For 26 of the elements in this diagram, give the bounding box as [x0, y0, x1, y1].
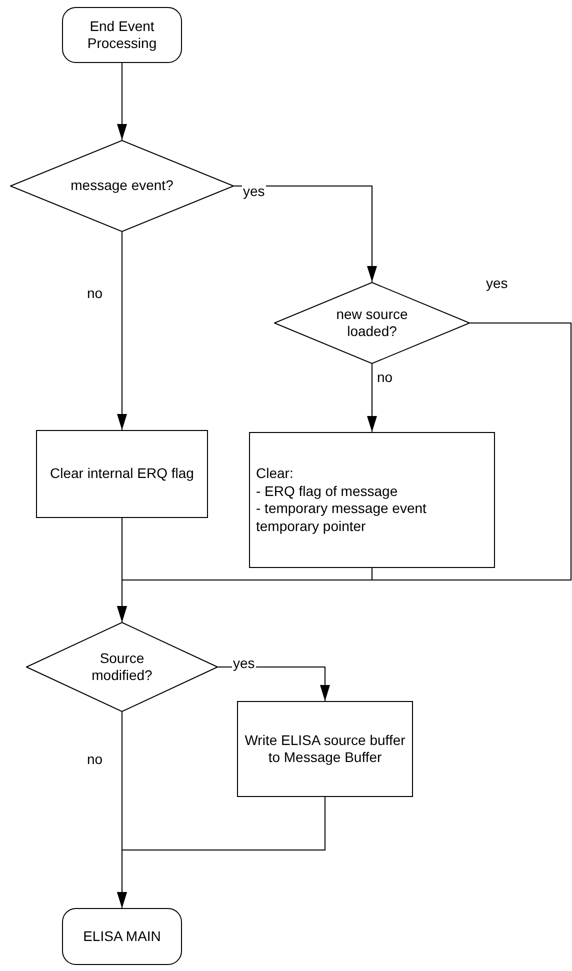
node-text: - temporary message event temporary pointer — [256, 500, 428, 535]
node-text: Clear: — [256, 465, 294, 482]
arrow — [117, 568, 372, 622]
terminal-box — [62, 908, 182, 965]
node-text: Write ELISA source buffer to Message Buffer — [244, 732, 406, 766]
decision-diamond — [26, 622, 218, 712]
arrow — [117, 796, 326, 908]
arrow — [367, 364, 377, 432]
process-box — [237, 701, 413, 797]
arrow — [117, 62, 127, 140]
terminal-box — [62, 7, 182, 63]
node-text: message event? — [70, 177, 174, 195]
edge-label: yes — [242, 184, 266, 200]
node-text: Source modified? — [90, 650, 154, 684]
node-text: - ERQ flag of message — [256, 482, 398, 500]
node-text: new source loaded? — [335, 306, 409, 340]
node-text: End Event Processing — [86, 18, 158, 52]
node-text: Clear internal ERQ flag — [50, 465, 194, 483]
arrow — [117, 232, 127, 430]
decision-diamond — [274, 282, 470, 364]
decision-diamond — [10, 140, 234, 232]
process-box — [36, 430, 208, 518]
arrow — [218, 666, 330, 702]
arrow — [234, 186, 377, 282]
process-box — [249, 432, 495, 568]
node-text: ELISA MAIN — [83, 928, 161, 946]
